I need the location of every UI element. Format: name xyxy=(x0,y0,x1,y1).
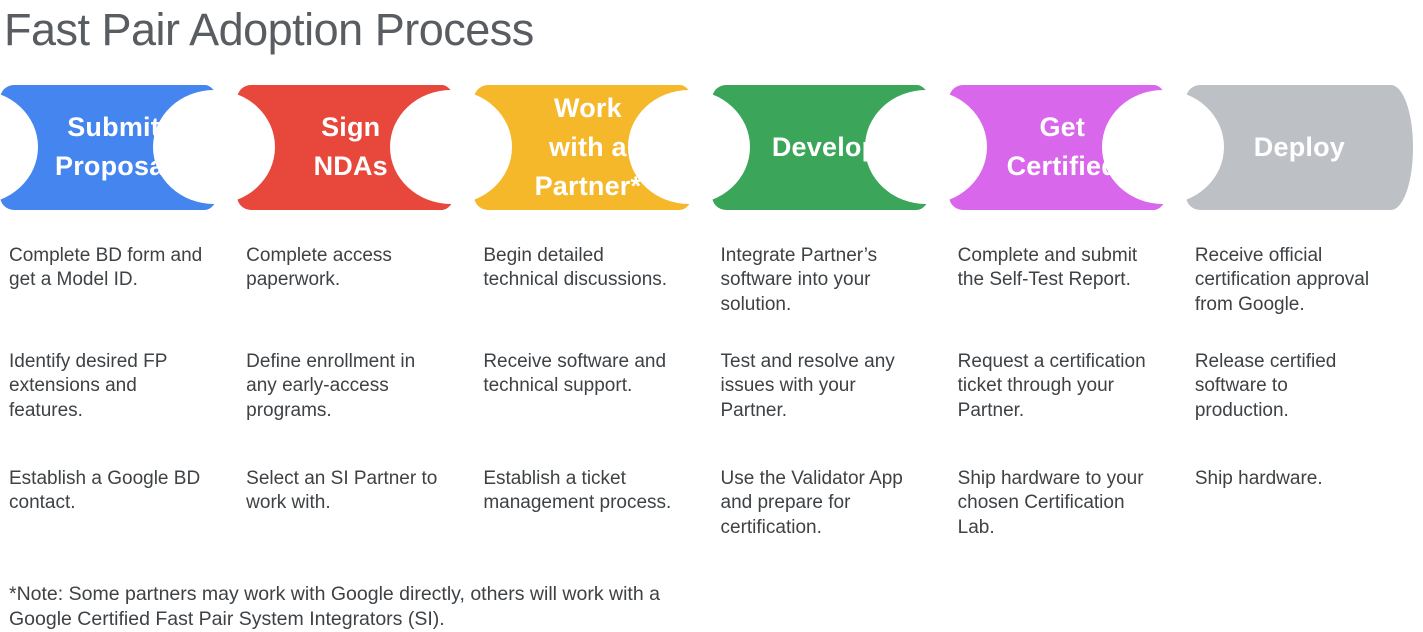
step-details-develop: Integrate Partner’s software into your s… xyxy=(712,244,949,541)
detail-item: Test and resolve any issues with your Pa… xyxy=(720,350,895,422)
detail-item: Complete access paperwork. xyxy=(246,244,392,291)
detail-item: Release certified software to production… xyxy=(1194,350,1337,422)
detail-item: Establish a ticket management process. xyxy=(483,467,672,514)
step-details-get-certified: Complete and submit the Self-Test Report… xyxy=(949,244,1186,541)
process-steps-row: Submit Proposal Sign NDAs Work with a Pa… xyxy=(0,84,1423,210)
detail-item: Begin detailed technical discussions. xyxy=(483,244,668,291)
footnote: *Note: Some partners may work with Googl… xyxy=(9,582,660,631)
detail-item: Receive software and technical support. xyxy=(483,350,667,397)
detail-item: Ship hardware. xyxy=(1194,467,1323,489)
step-label-submit-proposal: Submit Proposal xyxy=(55,112,173,182)
step-details-grid: Complete BD form and get a Model ID. Ide… xyxy=(0,244,1423,541)
detail-item: Request a certification ticket through y… xyxy=(957,350,1146,422)
detail-item: Integrate Partner’s software into your s… xyxy=(720,244,878,316)
step-label-work-with-partner: Work with a Partner* xyxy=(534,92,642,201)
step-details-work-with-partner: Begin detailed technical discussions. Re… xyxy=(474,244,711,541)
page-title: Fast Pair Adoption Process xyxy=(4,4,534,55)
step-details-submit-proposal: Complete BD form and get a Model ID. Ide… xyxy=(0,244,237,541)
step-details-deploy: Receive official certification approval … xyxy=(1186,244,1423,541)
detail-item: Receive official certification approval … xyxy=(1194,244,1370,316)
step-label-sign-ndas: Sign NDAs xyxy=(313,112,388,182)
step-label-deploy: Deploy xyxy=(1253,131,1346,162)
detail-item: Select an SI Partner to work with. xyxy=(246,467,438,514)
detail-item: Establish a Google BD contact. xyxy=(9,467,201,514)
step-label-get-certified: Get Certified xyxy=(1006,112,1118,182)
detail-item: Ship hardware to your chosen Certificati… xyxy=(957,467,1144,539)
detail-item: Identify desired FP extensions and featu… xyxy=(9,350,168,422)
detail-item: Define enrollment in any early-access pr… xyxy=(246,350,416,422)
detail-item: Complete BD form and get a Model ID. xyxy=(9,244,203,291)
step-pill-deploy: Deploy xyxy=(1185,84,1413,210)
step-details-sign-ndas: Complete access paperwork. Define enroll… xyxy=(237,244,474,541)
detail-item: Complete and submit the Self-Test Report… xyxy=(957,244,1138,291)
detail-item: Use the Validator App and prepare for ce… xyxy=(720,467,903,539)
step-label-develop: Develop xyxy=(771,131,879,162)
